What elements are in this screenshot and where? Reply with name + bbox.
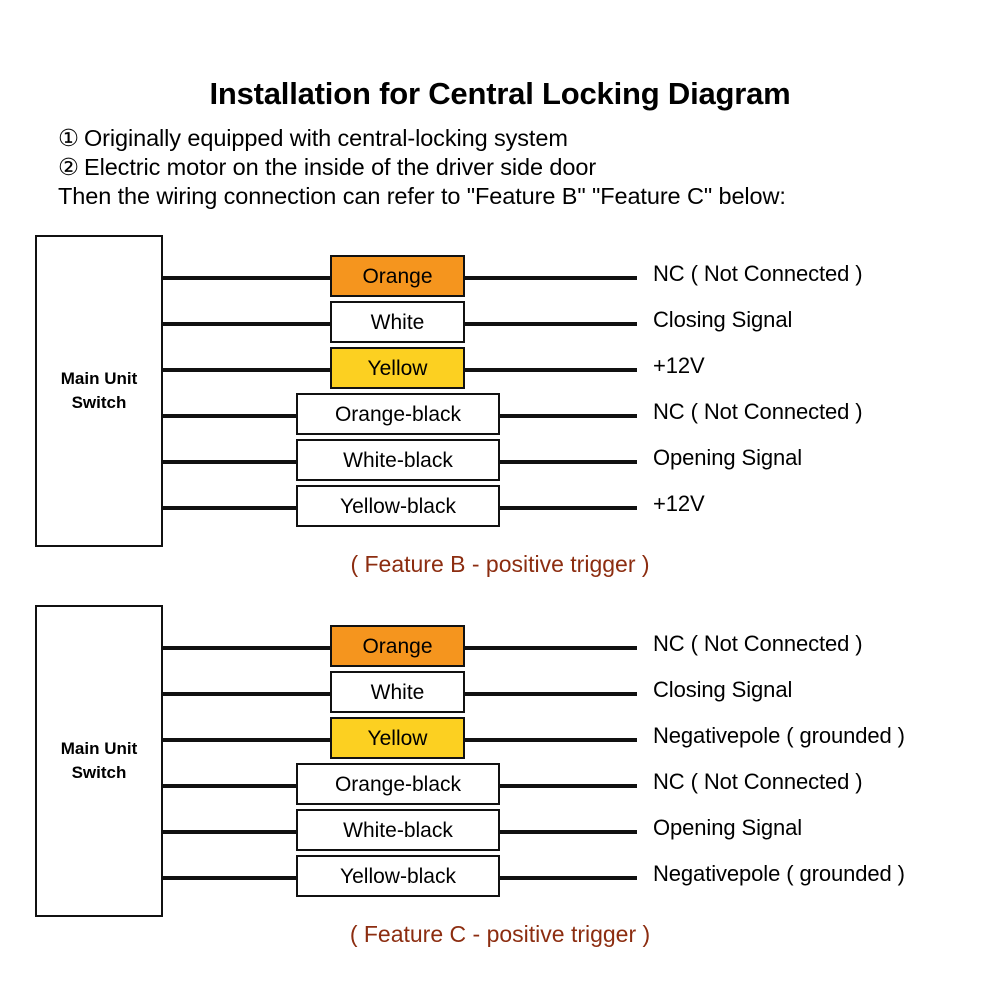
wire-segment-right (465, 276, 637, 280)
note-marker-1: ① (58, 125, 79, 151)
wire-segment-right (500, 506, 637, 510)
caption-feature-b: ( Feature B - positive trigger ) (350, 551, 650, 577)
wire-segment-left (163, 276, 330, 280)
wire-label-box[interactable]: White-black (296, 439, 500, 481)
note-marker-2: ② (58, 154, 79, 180)
wire-row: Yellow-black +12V (0, 485, 1000, 531)
wire-segment-right (500, 414, 637, 418)
wire-row: White-black Opening Signal (0, 439, 1000, 485)
note-text-1: Originally equipped with central-locking… (84, 125, 568, 151)
wire-function-label: NC ( Not Connected ) (653, 399, 863, 424)
wire-segment-left (163, 414, 296, 418)
wire-label-box[interactable]: Orange (330, 255, 465, 297)
wire-function-label: Opening Signal (653, 815, 803, 840)
wire-function-label: NC ( Not Connected ) (653, 261, 863, 286)
wire-segment-right (465, 646, 637, 650)
wire-function-label: +12V (653, 491, 705, 516)
wire-segment-left (163, 784, 296, 788)
main-unit-switch-box-b: Main Unit Switch (35, 235, 163, 547)
note-text-3: Then the wiring connection can refer to … (58, 183, 786, 209)
wire-label-box[interactable]: White (330, 301, 465, 343)
wire-segment-right (500, 460, 637, 464)
wire-label-box[interactable]: White-black (296, 809, 500, 851)
wire-function-label: Closing Signal (653, 307, 793, 332)
wire-label-box[interactable]: Yellow (330, 717, 465, 759)
wire-segment-left (163, 646, 330, 650)
wire-row: White Closing Signal (0, 301, 1000, 347)
wire-label-box[interactable]: Yellow-black (296, 485, 500, 527)
main-unit-switch-label-b: Main Unit Switch (60, 368, 138, 412)
wire-segment-left (163, 460, 296, 464)
main-unit-switch-box-c: Main Unit Switch (35, 605, 163, 917)
wire-label-box[interactable]: Orange (330, 625, 465, 667)
wire-function-label: Opening Signal (653, 445, 803, 470)
wire-segment-left (163, 368, 330, 372)
wire-function-label: Negativepole ( grounded ) (653, 861, 905, 886)
wire-segment-right (465, 692, 637, 696)
main-unit-switch-label-c: Main Unit Switch (60, 738, 138, 782)
wire-row: White Closing Signal (0, 671, 1000, 717)
wire-function-label: Negativepole ( grounded ) (653, 723, 905, 748)
caption-feature-c: ( Feature C - positive trigger ) (349, 921, 651, 947)
wire-row: Orange NC ( Not Connected ) (0, 625, 1000, 671)
wire-row: Yellow-black Negativepole ( grounded ) (0, 855, 1000, 901)
wire-label-box[interactable]: Yellow (330, 347, 465, 389)
wire-segment-right (465, 322, 637, 326)
note-text-2: Electric motor on the inside of the driv… (84, 154, 597, 180)
wire-row: Orange NC ( Not Connected ) (0, 255, 1000, 301)
wire-row: Yellow +12V (0, 347, 1000, 393)
wire-segment-right (500, 784, 637, 788)
wire-row: Orange-black NC ( Not Connected ) (0, 393, 1000, 439)
wire-segment-left (163, 506, 296, 510)
wire-row: Yellow Negativepole ( grounded ) (0, 717, 1000, 763)
wire-segment-left (163, 876, 296, 880)
wire-label-box[interactable]: White (330, 671, 465, 713)
wire-segment-left (163, 738, 330, 742)
wire-segment-right (500, 830, 637, 834)
wire-segment-right (465, 738, 637, 742)
wire-function-label: NC ( Not Connected ) (653, 769, 863, 794)
wire-segment-right (465, 368, 637, 372)
wire-label-box[interactable]: Yellow-black (296, 855, 500, 897)
wire-segment-left (163, 830, 296, 834)
wire-function-label: NC ( Not Connected ) (653, 631, 863, 656)
wire-function-label: Closing Signal (653, 677, 793, 702)
wire-row: Orange-black NC ( Not Connected ) (0, 763, 1000, 809)
wire-segment-right (500, 876, 637, 880)
wire-label-box[interactable]: Orange-black (296, 393, 500, 435)
wire-segment-left (163, 692, 330, 696)
wire-function-label: +12V (653, 353, 705, 378)
wire-label-box[interactable]: Orange-black (296, 763, 500, 805)
wire-row: White-black Opening Signal (0, 809, 1000, 855)
wire-segment-left (163, 322, 330, 326)
header-note-3: Then the wiring connection can refer to … (58, 183, 786, 210)
page-title: Installation for Central Locking Diagram (209, 76, 791, 111)
